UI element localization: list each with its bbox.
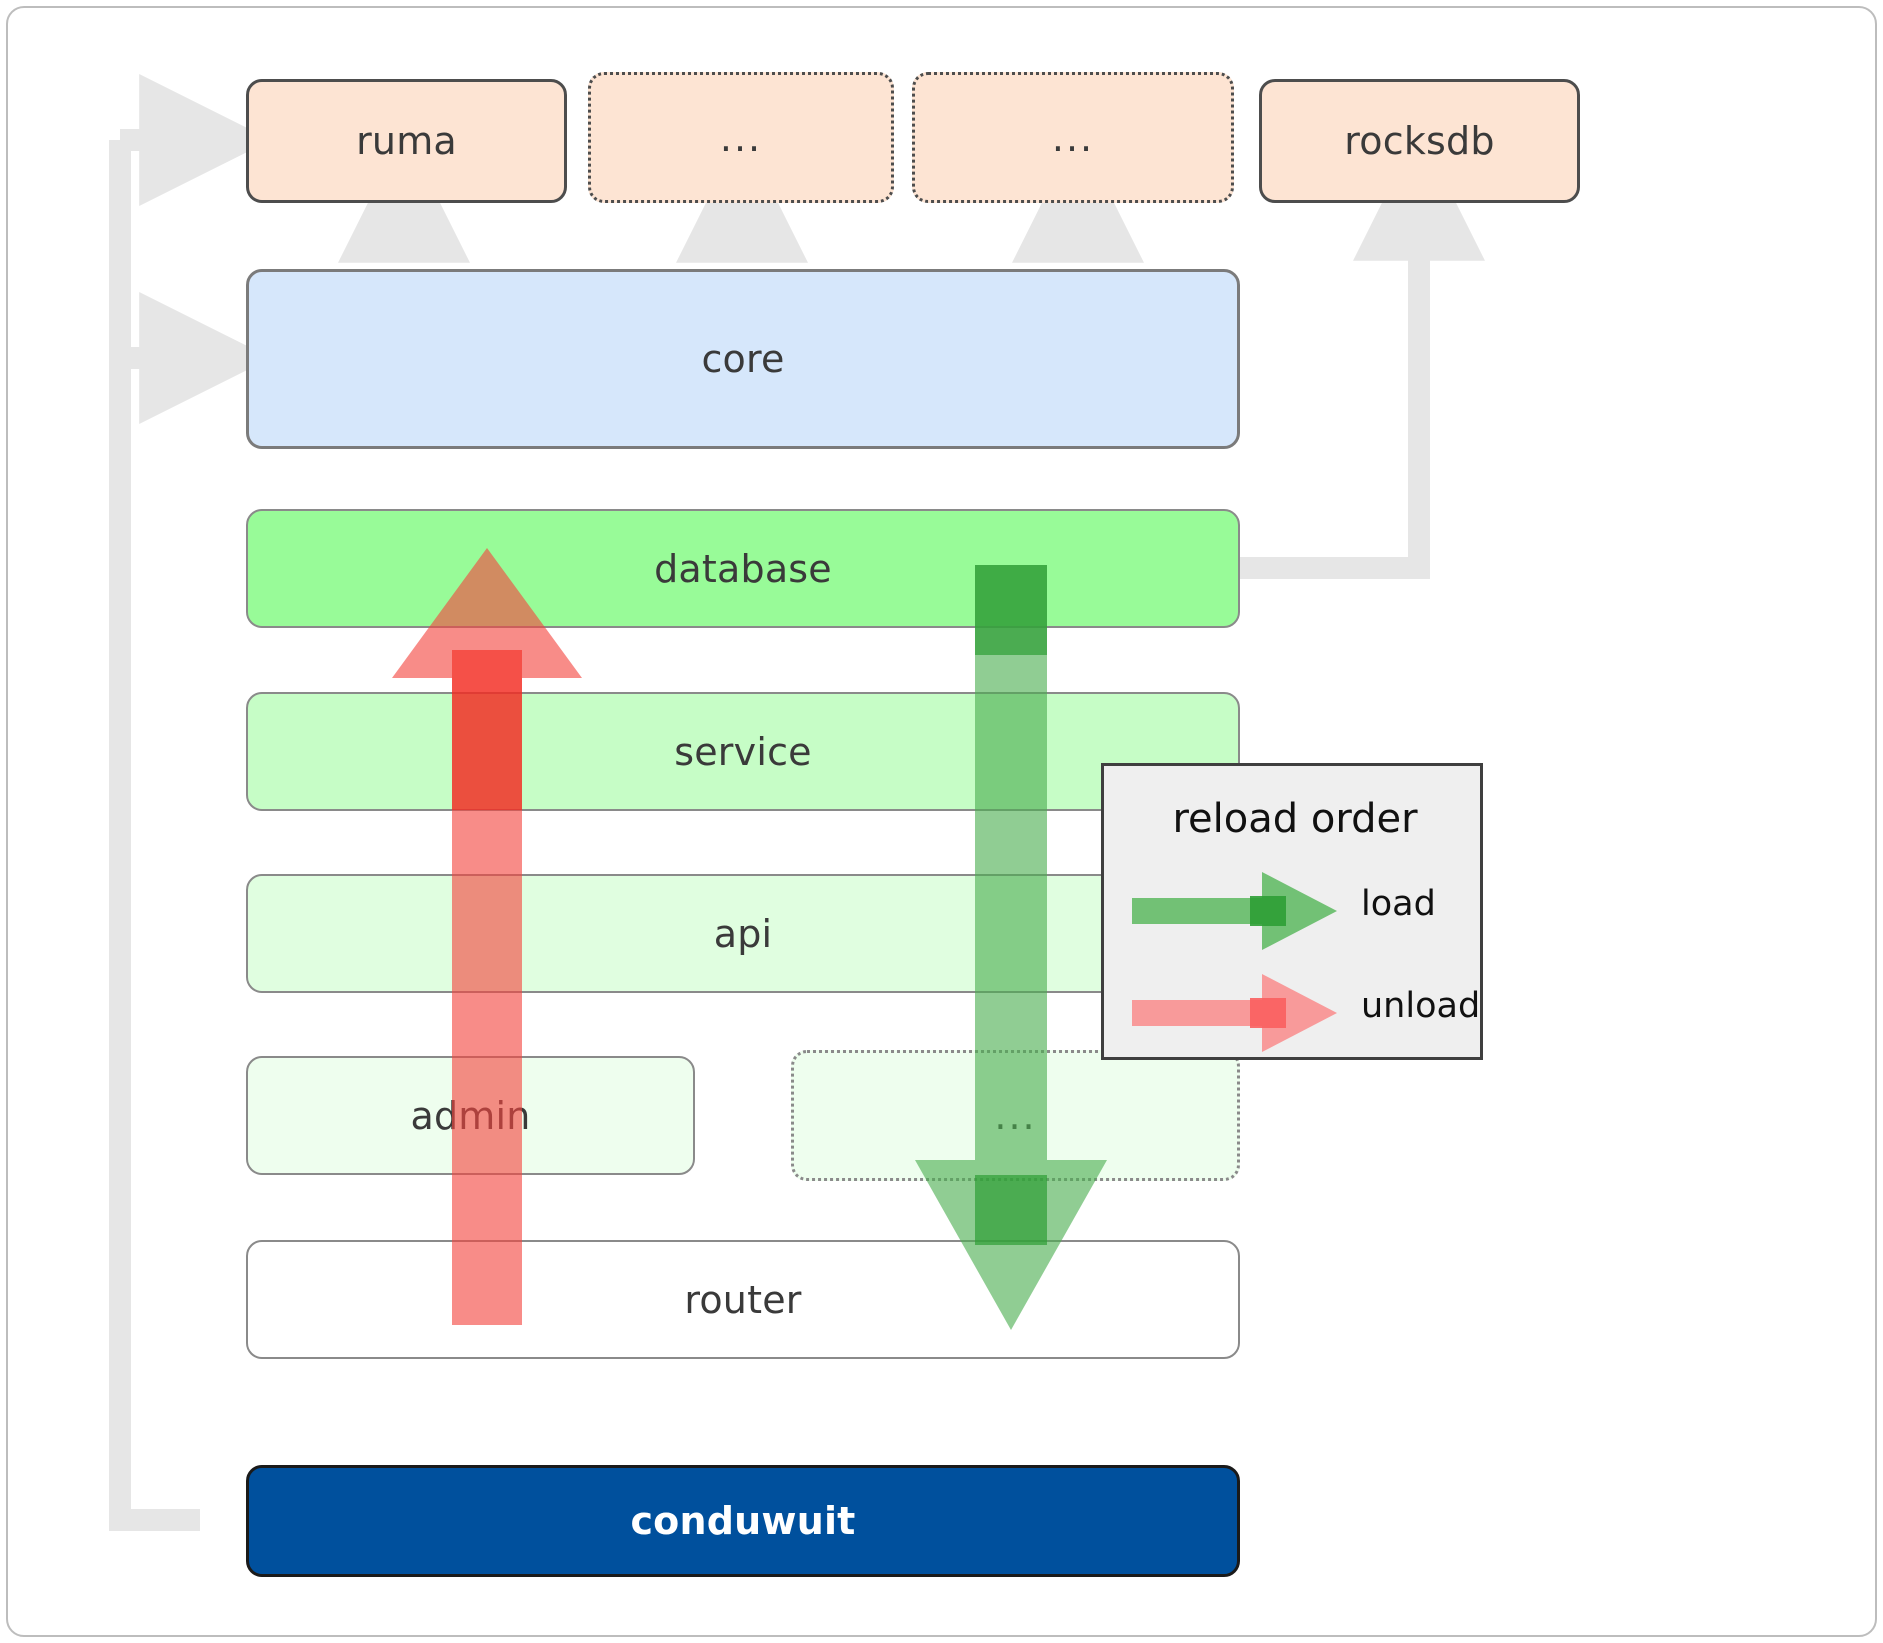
node-dependency-placeholder-1[interactable]: ... [588, 72, 894, 203]
node-api-label: api [713, 911, 773, 956]
node-router-label: router [684, 1277, 802, 1322]
node-rocksdb[interactable]: rocksdb [1259, 79, 1580, 203]
node-ruma-label: ruma [356, 119, 457, 163]
node-conduwuit-label: conduwuit [630, 1499, 856, 1543]
node-conduwuit[interactable]: conduwuit [246, 1465, 1240, 1577]
node-admin[interactable]: admin [246, 1056, 695, 1175]
legend-load-arrow [1132, 872, 1337, 950]
node-service-label: service [674, 729, 812, 774]
node-layer-placeholder-label: ... [994, 1093, 1037, 1138]
legend-unload-label: unload [1361, 986, 1481, 1026]
node-dependency-placeholder-1-label: ... [719, 115, 763, 160]
node-dependency-placeholder-2-label: ... [1051, 115, 1095, 160]
node-layer-placeholder[interactable]: ... [791, 1050, 1240, 1181]
connector-conduwuit-to-ruma [109, 140, 200, 1531]
node-api[interactable]: api [246, 874, 1240, 993]
node-core-label: core [701, 337, 785, 381]
node-ruma[interactable]: ruma [246, 79, 567, 203]
legend-panel: reload order load unload [1101, 763, 1483, 1060]
legend-unload-arrow [1132, 974, 1337, 1052]
legend-title: reload order [1172, 796, 1418, 842]
node-service[interactable]: service [246, 692, 1240, 811]
node-admin-label: admin [410, 1093, 531, 1138]
node-dependency-placeholder-2[interactable]: ... [912, 72, 1234, 203]
node-rocksdb-label: rocksdb [1344, 119, 1495, 163]
node-router[interactable]: router [246, 1240, 1240, 1359]
node-core[interactable]: core [246, 269, 1240, 449]
legend-load-label: load [1361, 884, 1436, 924]
node-database-label: database [654, 546, 832, 591]
node-database[interactable]: database [246, 509, 1240, 628]
